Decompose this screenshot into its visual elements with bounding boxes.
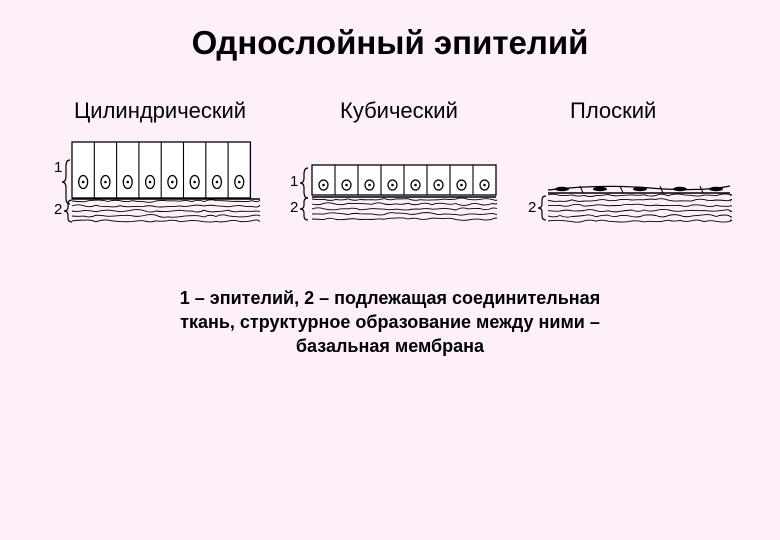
nucleolus <box>126 180 130 184</box>
tissue-fiber <box>547 209 733 213</box>
nucleolus <box>368 183 371 187</box>
cylindrical-epithelium-diagram: 1 2 <box>54 141 261 223</box>
flat-nucleus <box>709 186 723 192</box>
nucleolus <box>215 180 219 184</box>
cubic-cells <box>311 164 497 196</box>
tissue-fiber <box>71 214 261 218</box>
tissue-fiber <box>71 219 261 223</box>
caption-line-3: базальная мембрана <box>295 336 485 356</box>
tissue-fiber <box>547 198 733 202</box>
marker-cyl-2: 2 <box>54 201 62 218</box>
brace-cyl-tissue <box>63 199 73 223</box>
tissue-fiber <box>311 207 497 211</box>
cell-nucleus <box>364 179 375 191</box>
slide-title: Однослойный эпителий <box>191 24 589 61</box>
cell-nucleus <box>433 179 444 191</box>
cell-nucleus <box>100 174 111 190</box>
nucleolus <box>391 183 394 187</box>
cubic-connective-tissue <box>311 196 497 221</box>
squamous-connective-tissue <box>547 192 733 223</box>
nucleolus <box>237 180 241 184</box>
label-cubic: Кубический <box>340 98 458 123</box>
brace-flat-tissue <box>537 195 547 221</box>
cell-nucleus <box>167 174 178 190</box>
cell-nucleus <box>78 174 89 190</box>
cubic-epithelium-diagram: 1 2 <box>290 164 497 221</box>
tissue-fiber <box>547 219 733 223</box>
tissue-fiber <box>71 204 261 208</box>
cell-border <box>699 185 704 194</box>
nucleolus <box>81 180 85 184</box>
tissue-fiber <box>71 199 261 203</box>
tissue-fiber <box>311 202 497 206</box>
cell-nucleus <box>144 174 156 190</box>
nucleolus <box>193 180 196 184</box>
cell-nucleus <box>122 174 133 190</box>
figure-caption: 1 – эпителий, 2 – подлежащая соединитель… <box>140 286 640 358</box>
flat-nucleus <box>633 186 647 192</box>
cell-nucleus <box>387 179 398 191</box>
marker-flat-2: 2 <box>528 199 536 216</box>
cell-nucleus <box>456 179 467 191</box>
cell-border <box>579 185 584 194</box>
brace-cub-epithelium <box>299 167 309 199</box>
marker-cub-2: 2 <box>290 199 298 216</box>
nucleolus <box>483 183 486 187</box>
flat-nucleus <box>555 186 569 192</box>
flat-nucleus <box>673 186 687 192</box>
cell-border <box>619 185 624 194</box>
brace-cub-tissue <box>299 197 309 221</box>
nucleolus <box>414 183 417 187</box>
tissue-fiber <box>547 214 733 218</box>
cell-nucleus <box>341 179 352 191</box>
caption-line-2: ткань, структурное образование между ним… <box>180 312 600 332</box>
nucleolus <box>322 183 325 187</box>
tissue-fiber <box>311 212 497 216</box>
nucleolus <box>171 180 174 184</box>
nucleolus <box>460 183 463 187</box>
squamous-surface <box>547 185 731 191</box>
cell-border <box>659 185 664 194</box>
brace-cyl-epithelium <box>61 159 71 205</box>
tissue-fiber <box>311 217 497 221</box>
nucleolus <box>148 180 152 184</box>
marker-cub-1: 1 <box>290 173 298 190</box>
tissue-fiber <box>71 209 261 213</box>
cell-nucleus <box>410 179 421 191</box>
cylindrical-cells <box>71 141 252 199</box>
cell-nucleus <box>189 174 200 190</box>
tissue-fiber <box>311 197 497 201</box>
cell-nucleus <box>318 179 329 191</box>
squamous-epithelium-diagram: 2 <box>528 185 733 223</box>
label-squamous: Плоский <box>570 98 657 123</box>
tissue-fiber <box>547 193 733 197</box>
flat-nucleus <box>593 186 607 192</box>
cylindrical-connective-tissue <box>71 198 261 223</box>
nucleolus <box>345 183 348 187</box>
cell-nucleus <box>479 179 490 191</box>
tissue-fiber <box>547 203 733 207</box>
caption-line-1: 1 – эпителий, 2 – подлежащая соединитель… <box>179 288 601 308</box>
cell-nucleus <box>211 174 223 190</box>
nucleolus <box>437 183 440 187</box>
marker-cyl-1: 1 <box>54 159 62 176</box>
squamous-cells <box>547 185 731 194</box>
nucleolus <box>104 180 107 184</box>
label-cylindrical: Цилиндрический <box>74 98 247 123</box>
cell-nucleus <box>234 174 245 190</box>
